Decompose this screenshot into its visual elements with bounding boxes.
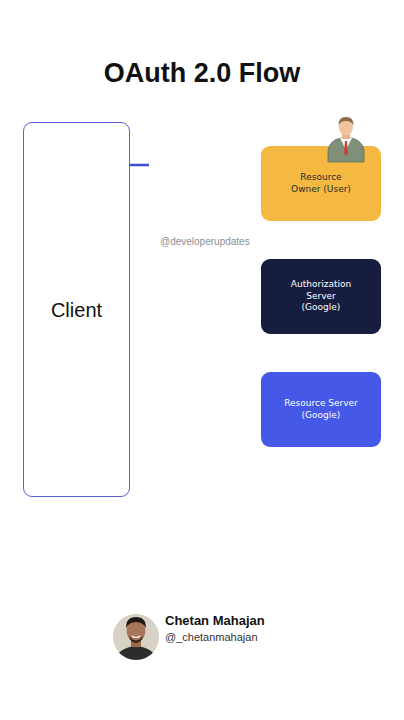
node-text: Resource Server (Google) — [281, 398, 361, 421]
author-name: Chetan Mahajan — [165, 613, 265, 628]
node-text: Client — [51, 297, 102, 323]
node-text: Resource Owner (User) — [285, 172, 357, 195]
watermark: @developerupdates — [160, 236, 250, 247]
author-handle: @_chetanmahajan — [165, 631, 258, 643]
arrow-stub — [130, 164, 149, 167]
node-text: Authorization Server (Google) — [290, 279, 352, 314]
diagram-title: OAuth 2.0 Flow — [0, 58, 404, 89]
server-box: Authorization Server (Google) — [261, 259, 381, 334]
author-avatar — [110, 612, 162, 664]
actor-box: Resource Owner (User) — [261, 146, 381, 221]
server-box: Resource Server (Google) — [261, 372, 381, 447]
client-box: Client — [23, 122, 130, 497]
